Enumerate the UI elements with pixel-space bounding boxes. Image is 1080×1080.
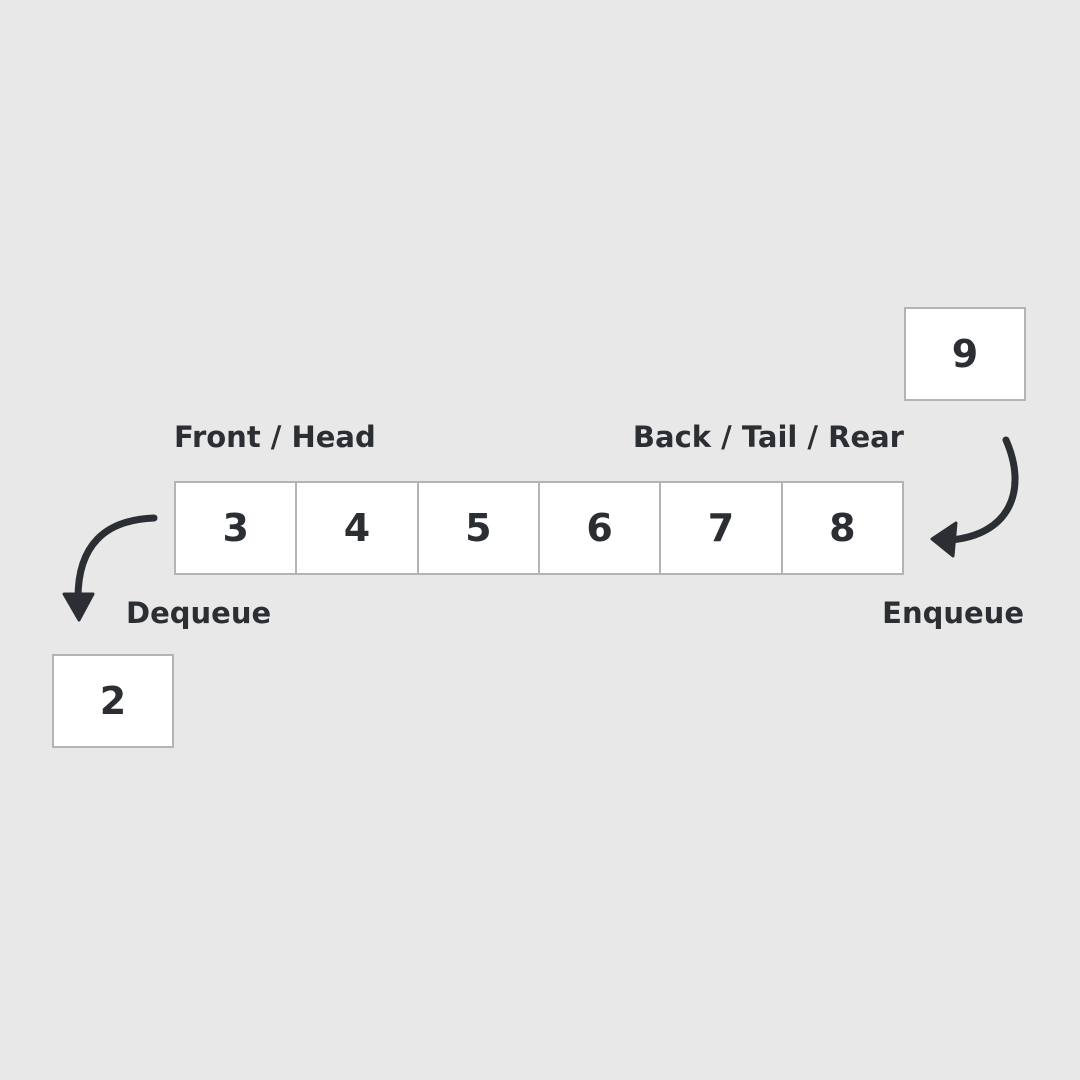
queue-cell: 3 — [176, 483, 298, 573]
queue-cell: 4 — [297, 483, 419, 573]
outgoing-element: 2 — [52, 654, 174, 748]
incoming-element: 9 — [904, 307, 1026, 401]
back-tail-rear-label: Back / Tail / Rear — [632, 420, 904, 454]
front-head-label: Front / Head — [174, 420, 376, 454]
queue: 3 4 5 6 7 8 — [174, 481, 904, 575]
dequeue-label: Dequeue — [126, 596, 272, 630]
enqueue-label: Enqueue — [882, 596, 1024, 630]
queue-cell: 6 — [540, 483, 662, 573]
queue-cell: 8 — [829, 506, 856, 550]
queue-cell: 5 — [419, 483, 540, 573]
queue-cell: 7 — [661, 483, 783, 573]
